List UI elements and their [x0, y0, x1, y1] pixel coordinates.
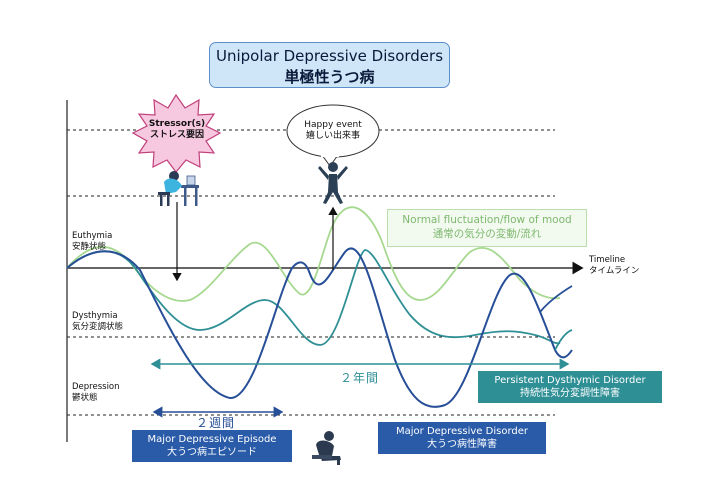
- dysthymic-mood-curve: [66, 249, 561, 346]
- title-en: Unipolar Depressive Disorders: [215, 47, 444, 65]
- pdd-box: Persistent Dysthymic Disorder 持続性気分変調性障害: [478, 371, 662, 403]
- stressed-person-at-desk-icon: [158, 171, 199, 206]
- happy-person-jumping-icon: [318, 162, 348, 204]
- major-depressive-tail: [539, 285, 573, 313]
- two-weeks-label: ２週間: [196, 416, 236, 430]
- happy-event-text: Happy event 嬉しい出来事: [291, 120, 375, 142]
- normal-fluctuation-ja: 通常の気分の変動/流れ: [432, 228, 542, 240]
- stressor-en: Stressor(s): [148, 119, 206, 129]
- depression-label: Depression 鬱状態: [72, 382, 120, 404]
- major-depressive-curve: [66, 247, 573, 408]
- mde-en: Major Depressive Episode: [147, 434, 277, 445]
- euthymia-ja: 安静状態: [72, 242, 107, 252]
- euthymia-label: Euthymia 安静状態: [72, 231, 112, 253]
- mdd-en: Major Depressive Disorder: [396, 426, 528, 437]
- timeline-en: Timeline: [589, 255, 626, 265]
- dysthymia-label: Dysthymia 気分変調状態: [72, 311, 123, 333]
- title-box: Unipolar Depressive Disorders 単極性うつ病: [209, 42, 450, 88]
- normal-fluctuation-box: Normal fluctuation/flow of mood 通常の気分の変動…: [387, 209, 587, 247]
- stressor-ja: ストレス要因: [149, 130, 204, 140]
- mdd-box: Major Depressive Disorder 大うつ病性障害: [378, 422, 546, 454]
- title-ja: 単極性うつ病: [284, 68, 375, 86]
- sad-person-sitting-icon: [312, 431, 341, 465]
- mde-ja: 大うつ病エピソード: [167, 447, 257, 458]
- dysthymic-tail: [554, 329, 573, 351]
- euthymia-en: Euthymia: [72, 231, 113, 241]
- dysthymia-en: Dysthymia: [72, 311, 118, 321]
- happy-event-en: Happy event: [304, 120, 362, 130]
- stressor-text: Stressor(s) ストレス要因: [140, 119, 214, 141]
- two-years-label: ２年間: [340, 371, 380, 385]
- pdd-ja: 持続性気分変調性障害: [520, 388, 620, 399]
- depression-ja: 鬱状態: [72, 393, 98, 403]
- mdd-ja: 大うつ病性障害: [427, 439, 497, 450]
- normal-fluctuation-en: Normal fluctuation/flow of mood: [402, 214, 572, 226]
- timeline-ja: タイムライン: [589, 266, 640, 276]
- timeline-label: Timeline タイムライン: [589, 255, 639, 277]
- depression-en: Depression: [72, 382, 120, 392]
- dysthymia-ja: 気分変調状態: [72, 322, 124, 332]
- normal-mood-curve: [66, 206, 561, 302]
- mde-box: Major Depressive Episode 大うつ病エピソード: [132, 430, 292, 462]
- happy-event-ja: 嬉しい出来事: [305, 131, 360, 141]
- pdd-en: Persistent Dysthymic Disorder: [494, 375, 646, 386]
